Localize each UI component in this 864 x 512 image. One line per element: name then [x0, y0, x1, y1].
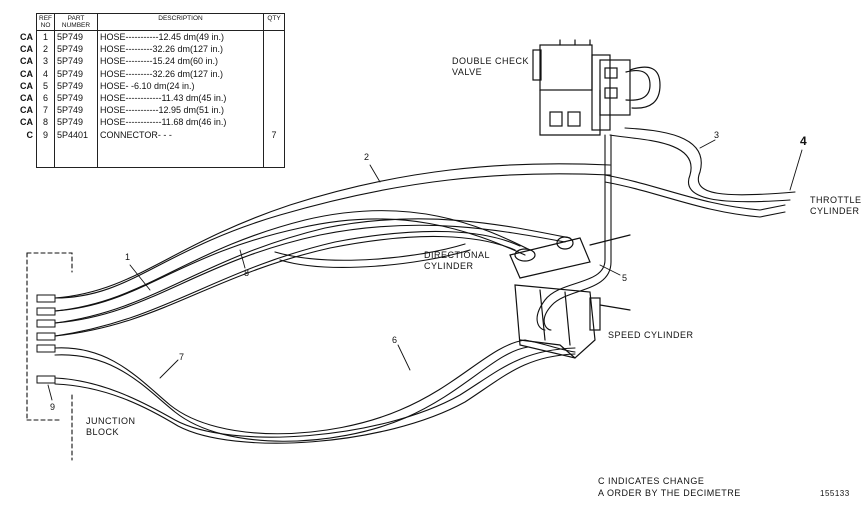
cell-code: C: [26, 129, 34, 140]
cell-spacer: [263, 140, 285, 168]
cell-ref: 2: [36, 43, 55, 56]
cell-part: 5P749: [54, 43, 98, 56]
cell-desc: HOSE-----------12.45 dm(49 in.): [97, 30, 264, 44]
cell-spacer: [54, 140, 98, 168]
cell-desc: HOSE------------11.43 dm(45 in.): [97, 92, 264, 105]
cell-desc: HOSE---------32.26 dm(127 in.): [97, 67, 264, 80]
callout-1: 1: [125, 252, 131, 262]
cell-part: 5P749: [54, 116, 98, 129]
cell-part: 5P749: [54, 30, 98, 44]
hose-3: [609, 127, 796, 203]
callout-3: 3: [714, 130, 720, 140]
cell-spacer: [97, 140, 264, 168]
directional-cylinder-label: DIRECTIONAL CYLINDER: [424, 250, 491, 271]
cell-ref: 9: [36, 128, 55, 141]
leader-lines: [47, 139, 803, 401]
callout-2: 2: [364, 152, 370, 162]
cell-desc: HOSE- -6.10 dm(24 in.): [97, 79, 264, 93]
cell-part: 5P749: [54, 104, 98, 117]
double-check-valve: [532, 39, 661, 136]
cell-code: CA: [20, 117, 33, 128]
callout-5: 5: [622, 273, 628, 283]
cell-code: CA: [20, 80, 33, 91]
speed-cylinder-label: SPEED CYLINDER: [608, 330, 694, 340]
cell-ref: 5: [36, 79, 55, 93]
cell-code: CA: [20, 105, 33, 116]
cell-desc: HOSE-----------12.95 dm(51 in.): [97, 104, 264, 117]
footnote-change: C INDICATES CHANGE: [598, 476, 705, 486]
callout-6: 6: [392, 335, 398, 345]
hose-5: [536, 134, 612, 331]
cell-ref: 7: [36, 104, 55, 117]
cell-part: 5P749: [54, 92, 98, 105]
throttle-cylinder-label: THROTTLE CYLINDER: [810, 195, 862, 216]
speed-cylinder: [514, 284, 631, 359]
hose-4: [604, 174, 786, 218]
cell-ref: 6: [36, 92, 55, 105]
cell-spacer: [18, 141, 37, 168]
cell-code: CA: [20, 31, 33, 42]
cell-ref: 1: [36, 30, 55, 44]
figure-number: 155133: [820, 489, 850, 498]
cell-part: 5P749: [54, 79, 98, 93]
cell-part: 5P749: [54, 55, 98, 68]
cell-desc: HOSE------------11.68 dm(46 in.): [97, 116, 264, 129]
hose-bundle-upper: [54, 163, 611, 337]
cell-code: CA: [20, 44, 33, 55]
cell-ref: 8: [36, 116, 55, 129]
cell-ref: 3: [36, 55, 55, 68]
cell-qty: 7: [263, 128, 285, 141]
callout-7: 7: [179, 352, 185, 362]
cell-code: CA: [20, 56, 33, 67]
directional-cylinder: [509, 234, 631, 279]
ref-no-header: REF NO: [36, 13, 55, 31]
code-header: [18, 14, 37, 31]
junction-block: [26, 252, 73, 461]
cell-desc: HOSE---------32.26 dm(127 in.): [97, 43, 264, 56]
callout-8: 8: [244, 268, 250, 278]
cell-qty: [263, 104, 285, 117]
footnote-order: A ORDER BY THE DECIMETRE: [598, 488, 741, 498]
description-header: DESCRIPTION: [97, 13, 264, 31]
cell-part: 5P4401: [54, 128, 98, 141]
cell-desc: HOSE---------15.24 dm(60 in.): [97, 55, 264, 68]
double-check-valve-label: DOUBLE CHECK VALVE: [452, 56, 530, 77]
cell-ref: 4: [36, 67, 55, 80]
hose-6: [54, 339, 576, 442]
cell-code: CA: [20, 93, 33, 104]
cell-qty: [263, 92, 285, 105]
cell-spacer: [36, 140, 55, 168]
table-spacer-row: [18, 140, 285, 168]
junction-block-label: JUNCTION BLOCK: [86, 416, 136, 437]
part-number-header: PART NUMBER: [54, 13, 98, 31]
callout-4: 4: [800, 134, 808, 148]
cell-qty: [263, 79, 285, 93]
cell-desc: CONNECTOR- - -: [97, 128, 264, 141]
junction-fittings: [36, 294, 56, 384]
cell-qty: [263, 55, 285, 68]
hose-7: [54, 347, 576, 444]
qty-header: QTY: [263, 13, 285, 31]
cell-qty: [263, 30, 285, 44]
callout-9: 9: [50, 402, 56, 412]
cell-qty: [263, 116, 285, 129]
cell-part: 5P749: [54, 67, 98, 80]
cell-qty: [263, 43, 285, 56]
cell-code: CA: [20, 68, 33, 79]
cell-qty: [263, 67, 285, 80]
